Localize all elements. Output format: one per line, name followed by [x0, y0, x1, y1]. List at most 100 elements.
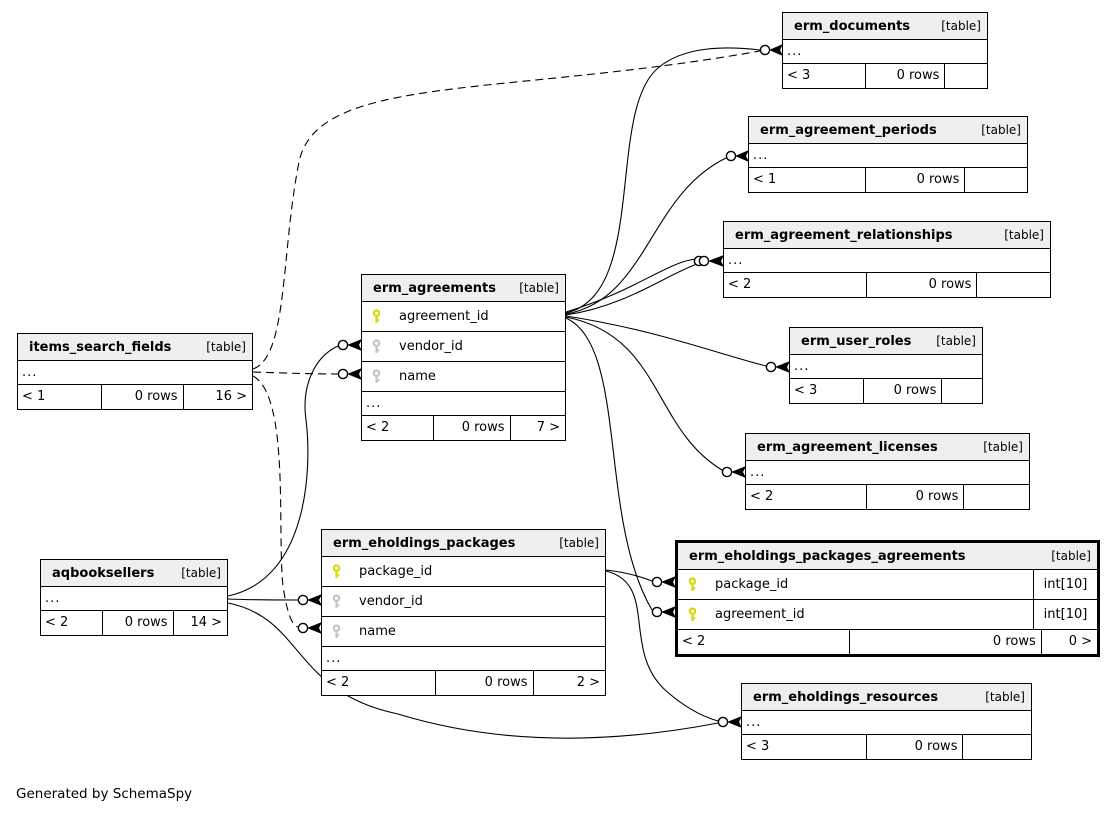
relationship-items_search_fields-to-erm_agreements-implied [252, 371, 339, 375]
footer-row-count: 0 rows [848, 630, 1041, 654]
column-name: name [359, 624, 396, 639]
footer-parents-count [944, 64, 987, 88]
hidden-columns-ellipsis: ... [790, 355, 982, 379]
footer-row-count: 0 rows [866, 735, 962, 759]
table-node-erm_agreements[interactable]: erm_agreements [table] agreement_id vendor_… [361, 274, 566, 441]
generator-note: Generated by SchemaSpy [16, 786, 193, 802]
hidden-columns-ellipsis: ... [742, 711, 1031, 735]
crows-foot-arrow [708, 255, 724, 267]
table-node-erm_agreement_relationships[interactable]: erm_agreement_relationships[table]...< 2… [723, 221, 1051, 298]
table-header[interactable]: erm_eholdings_resources[table] [742, 684, 1031, 711]
footer-parents-count: 7 > [509, 416, 565, 440]
key-icon-holder [370, 309, 385, 324]
zero-or-one-circle [717, 716, 729, 728]
crows-foot-arrow [735, 150, 749, 162]
zero-or-one-circle [765, 361, 777, 373]
key-icon-holder [330, 564, 345, 579]
table-node-erm_agreement_periods[interactable]: erm_agreement_periods[table]... < 1 0 rows [748, 116, 1028, 193]
relationship-aqbooksellers-to-erm_agreements [227, 345, 339, 597]
footer-row-count: 0 rows [865, 64, 944, 88]
zero-or-one-circle [759, 44, 771, 56]
key-icon-holder [330, 594, 345, 609]
hidden-columns-ellipsis: ... [362, 392, 565, 416]
table-header[interactable]: erm_user_roles[table] [790, 328, 982, 355]
footer-parents-count [941, 379, 982, 403]
column-row-name[interactable]: name [322, 617, 605, 647]
column-row-package_id[interactable]: package_id [322, 557, 605, 587]
table-title: erm_agreement_relationships [735, 227, 953, 243]
column-name: vendor_id [359, 594, 423, 609]
table-header[interactable]: aqbooksellers[table] [41, 560, 227, 587]
hidden-columns-ellipsis: ... [41, 587, 227, 611]
zero-or-one-circle [651, 576, 663, 588]
footer-parents-count [964, 168, 1027, 192]
table-header[interactable]: erm_eholdings_packages[table] [322, 530, 605, 557]
table-title: erm_user_roles [801, 333, 912, 349]
table-title: items_search_fields [29, 339, 172, 355]
implied-key-icon [372, 369, 381, 383]
footer-parents-count [963, 485, 1029, 509]
relationship-erm_agreements-to-erm_agreement_relationships [565, 258, 698, 313]
column-name: name [399, 369, 436, 384]
table-header[interactable]: erm_agreement_periods[table] [749, 117, 1027, 144]
table-header[interactable]: items_search_fields[table] [18, 334, 252, 361]
table-tag: [table] [519, 281, 559, 295]
table-header[interactable]: erm_agreement_licenses[table] [746, 434, 1029, 461]
relationship-items_search_fields-to-erm_eholdings_packages-implied [252, 375, 299, 628]
table-header[interactable]: erm_agreements [table] [362, 275, 565, 302]
zero-or-one-circle [337, 368, 349, 380]
table-node-erm_eholdings_resources[interactable]: erm_eholdings_resources[table]... < 3 0 ro… [741, 683, 1032, 760]
table-tag: [table] [1004, 228, 1044, 242]
table-title: erm_documents [794, 18, 911, 34]
footer-children-count: < 3 [746, 739, 770, 754]
footer-row-count: 0 rows [866, 485, 963, 509]
table-node-erm_eholdings_packages_agreements[interactable]: erm_eholdings_packages_agreements[table]… [675, 540, 1100, 657]
footer-row-count: 0 rows [101, 385, 182, 409]
relationship-erm_agreements-to-erm_agreement_relationships [565, 263, 698, 316]
table-header[interactable]: erm_eholdings_packages_agreements[table] [678, 543, 1097, 570]
column-type: int[10] [1033, 600, 1097, 629]
footer-children-count: < 2 [682, 634, 706, 649]
footer-parents-count [962, 735, 1031, 759]
crows-foot-arrow [775, 361, 790, 373]
column-row-vendor_id[interactable]: vendor_id [322, 587, 605, 617]
column-name: package_id [359, 564, 433, 579]
column-name: agreement_id [399, 309, 489, 324]
relationship-erm_eholdings_packages-to-erm_eholdings_packages_agreements [605, 569, 653, 582]
key-icon-holder [330, 624, 345, 639]
footer-children-count: < 2 [45, 615, 69, 630]
zero-or-one-circle [725, 150, 737, 162]
footer-row-count: 0 rows [866, 273, 976, 297]
column-name: package_id [715, 577, 789, 592]
table-tag: [table] [985, 690, 1025, 704]
table-footer: < 1 0 rows [749, 168, 1027, 192]
column-row-name[interactable]: name [362, 362, 565, 392]
footer-children-count: < 1 [753, 172, 777, 187]
primary-key-icon [688, 577, 697, 591]
table-title: erm_agreements [373, 280, 496, 296]
column-row-agreement_id[interactable]: agreement_id [362, 302, 565, 332]
footer-children-count: < 2 [326, 675, 350, 690]
column-row-vendor_id[interactable]: vendor_id [362, 332, 565, 362]
table-tag: [table] [983, 440, 1023, 454]
hidden-columns-ellipsis: ... [749, 144, 1027, 168]
hidden-columns-ellipsis: ... [783, 40, 987, 64]
table-header[interactable]: erm_agreement_relationships [table] [724, 222, 1050, 249]
zero-or-one-circle [721, 466, 733, 478]
table-header[interactable]: erm_documents[table] [783, 13, 987, 40]
footer-row-count: 0 rows [865, 168, 964, 192]
hidden-columns-ellipsis: ... [18, 361, 252, 385]
